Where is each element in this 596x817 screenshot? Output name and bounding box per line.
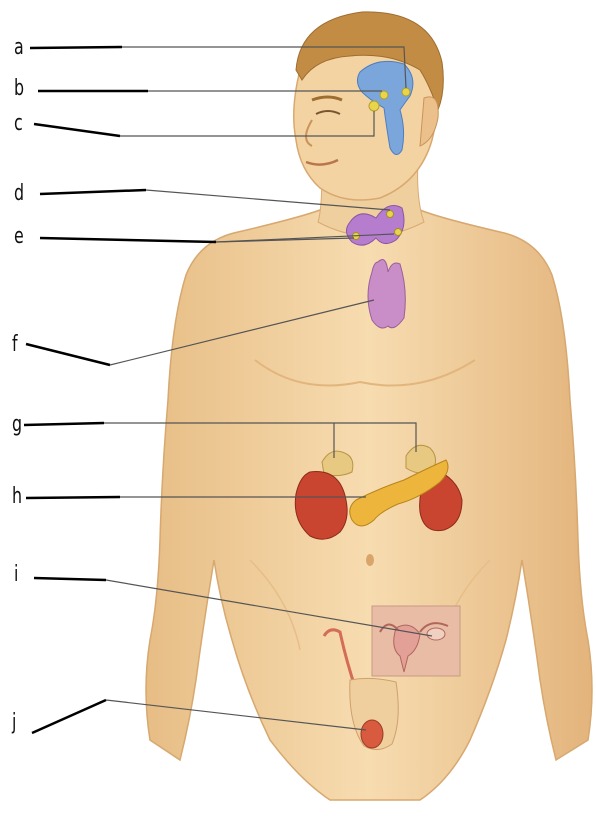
- parathyroid-gland: [387, 211, 394, 218]
- parathyroid-gland: [395, 229, 402, 236]
- label-b: b: [14, 76, 24, 101]
- hypothalamus: [380, 91, 388, 99]
- ovary: [427, 628, 445, 640]
- label-g: g: [12, 412, 22, 437]
- label-d: d: [14, 181, 24, 206]
- thymus-gland: [368, 260, 405, 328]
- pineal-gland: [402, 88, 410, 96]
- testis: [361, 720, 383, 748]
- label-j: j: [12, 710, 16, 735]
- label-e: e: [14, 224, 24, 249]
- label-f: f: [12, 332, 18, 357]
- navel: [366, 554, 374, 566]
- label-i: i: [14, 562, 18, 587]
- label-h: h: [12, 484, 22, 509]
- label-a: a: [14, 35, 24, 60]
- pituitary-gland: [369, 101, 379, 111]
- label-c: c: [14, 111, 23, 136]
